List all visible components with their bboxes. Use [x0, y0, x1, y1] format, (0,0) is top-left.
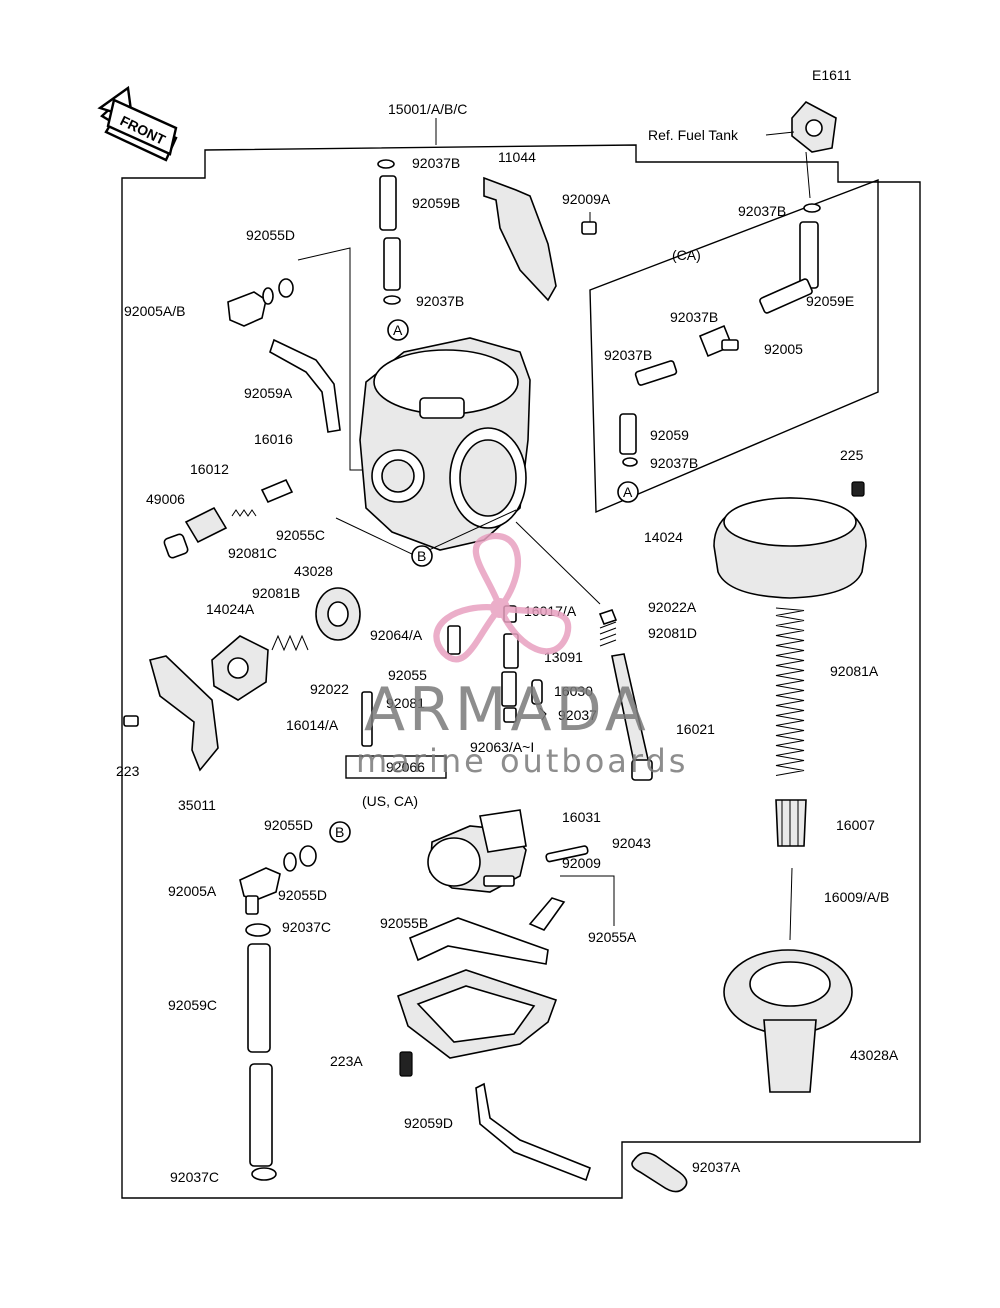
jet-group — [361, 605, 547, 747]
label-92037b-ca4: 92037B — [650, 455, 698, 471]
watermark-brand: ARMADA — [364, 675, 650, 745]
ref-fuel-tank-label: Ref. Fuel Tank — [648, 127, 739, 143]
bracket-11044 — [483, 176, 557, 302]
label-92043: 92043 — [612, 835, 651, 851]
marker-a-body — [387, 319, 409, 341]
vacuum-piston-43028a — [723, 949, 853, 1093]
label-92022: 92022 — [310, 681, 349, 697]
label-92037b-ca3: 92037B — [604, 347, 652, 363]
marker-a-ca: A — [623, 484, 633, 500]
label-16021: 16021 — [676, 721, 715, 737]
label-11044: 11044 — [498, 149, 536, 165]
label-92037c-a: 92037C — [282, 919, 331, 935]
label-92081: 92081 — [386, 695, 425, 711]
us-ca-label: (US, CA) — [362, 793, 418, 809]
marker-a-body-label: A — [393, 322, 403, 338]
label-16016: 16016 — [254, 431, 293, 447]
assembly-label: 15001/A/B/C — [388, 101, 467, 117]
label-92009a: 92009A — [562, 191, 611, 207]
label-225: 225 — [840, 447, 864, 463]
propeller-icon — [433, 532, 572, 663]
label-16007: 16007 — [836, 817, 875, 833]
label-92059e: 92059E — [806, 293, 854, 309]
label-92059b: 92059B — [412, 195, 460, 211]
marker-b-lower — [329, 821, 351, 843]
label-92055: 92055 — [388, 667, 427, 683]
fitting-92005ab — [227, 278, 341, 433]
label-49006: 49006 — [146, 491, 185, 507]
label-92055c: 92055C — [276, 527, 325, 543]
enrichener-group — [211, 587, 361, 701]
label-92059d: 92059D — [404, 1115, 453, 1131]
needle-group — [775, 799, 807, 941]
label-92059a: 92059A — [244, 385, 293, 401]
label-223a: 223A — [330, 1053, 363, 1069]
diagram-code: E1611 — [812, 67, 852, 83]
label-92081b: 92081B — [252, 585, 300, 601]
label-92055a: 92055A — [588, 929, 637, 945]
label-92037b-ca2: 92037B — [670, 309, 718, 325]
screw-92009a — [581, 212, 597, 235]
label-92081c: 92081C — [228, 545, 277, 561]
throttle-stop-16021 — [598, 609, 653, 781]
watermark-tagline: marine outboards — [356, 742, 688, 780]
float-bowl — [396, 917, 558, 1077]
label-92037b-top: 92037B — [412, 155, 460, 171]
label-14024a: 14024A — [206, 601, 255, 617]
label-92063a: 92063/A~I — [470, 739, 534, 755]
label-92081a: 92081A — [830, 663, 879, 679]
label-92005a: 92005A — [168, 883, 217, 899]
label-43028a: 43028A — [850, 1047, 899, 1063]
label-92005-ca: 92005 — [764, 341, 803, 357]
label-92066: 92066 — [386, 759, 425, 775]
bracket-35011 — [123, 655, 219, 772]
gasket-92037a — [631, 1152, 688, 1193]
label-14024: 14024 — [644, 529, 683, 545]
label-92037: 92037 — [558, 707, 597, 723]
hose-92059c — [239, 845, 317, 1181]
label-223: 223 — [116, 763, 140, 779]
top-cover-14024 — [713, 481, 867, 599]
label-92022a: 92022A — [648, 599, 697, 615]
marker-b-body-label: B — [417, 548, 426, 564]
front-arrow-icon: FRONT — [97, 85, 178, 162]
label-92037b-ca: 92037B — [738, 203, 786, 219]
us-ca-box — [345, 755, 447, 779]
label-92055d: 92055D — [246, 227, 295, 243]
label-92005ab: 92005A/B — [124, 303, 186, 319]
label-92009: 92009 — [562, 855, 601, 871]
hose-92059b — [377, 159, 401, 305]
assembly-frame — [121, 144, 921, 1199]
ca-subframe — [589, 178, 879, 514]
label-92064a: 92064/A — [370, 627, 423, 643]
label-92055d-b1: 92055D — [264, 817, 313, 833]
pilot-screw-group — [163, 478, 294, 559]
label-16012: 16012 — [190, 461, 229, 477]
label-35011: 35011 — [178, 797, 216, 813]
label-92055d-b2: 92055D — [278, 887, 327, 903]
ca-hoses — [617, 203, 821, 503]
label-92059c: 92059C — [168, 997, 217, 1013]
label-92055b: 92055B — [380, 915, 428, 931]
ca-label: (CA) — [672, 247, 701, 263]
label-16014a: 16014/A — [286, 717, 339, 733]
label-92059-ca: 92059 — [650, 427, 689, 443]
label-92037c-b: 92037C — [170, 1169, 219, 1185]
label-92081d: 92081D — [648, 625, 697, 641]
hose-92059d — [475, 1082, 591, 1182]
float-group — [427, 809, 589, 931]
label-16030: 16030 — [554, 683, 593, 699]
label-92037b-mid: 92037B — [416, 293, 464, 309]
spring-92081a — [775, 607, 805, 776]
carburetor-body — [359, 337, 531, 551]
marker-b-body — [411, 545, 433, 567]
armada-logo-watermark: ARMADA marine outboards — [356, 532, 688, 780]
fuel-tank-fitting — [791, 100, 837, 199]
label-16031: 16031 — [562, 809, 601, 825]
marker-b-lower-label: B — [335, 824, 344, 840]
label-43028: 43028 — [294, 563, 333, 579]
label-16009ab: 16009/A/B — [824, 889, 889, 905]
label-92037a: 92037A — [692, 1159, 741, 1175]
